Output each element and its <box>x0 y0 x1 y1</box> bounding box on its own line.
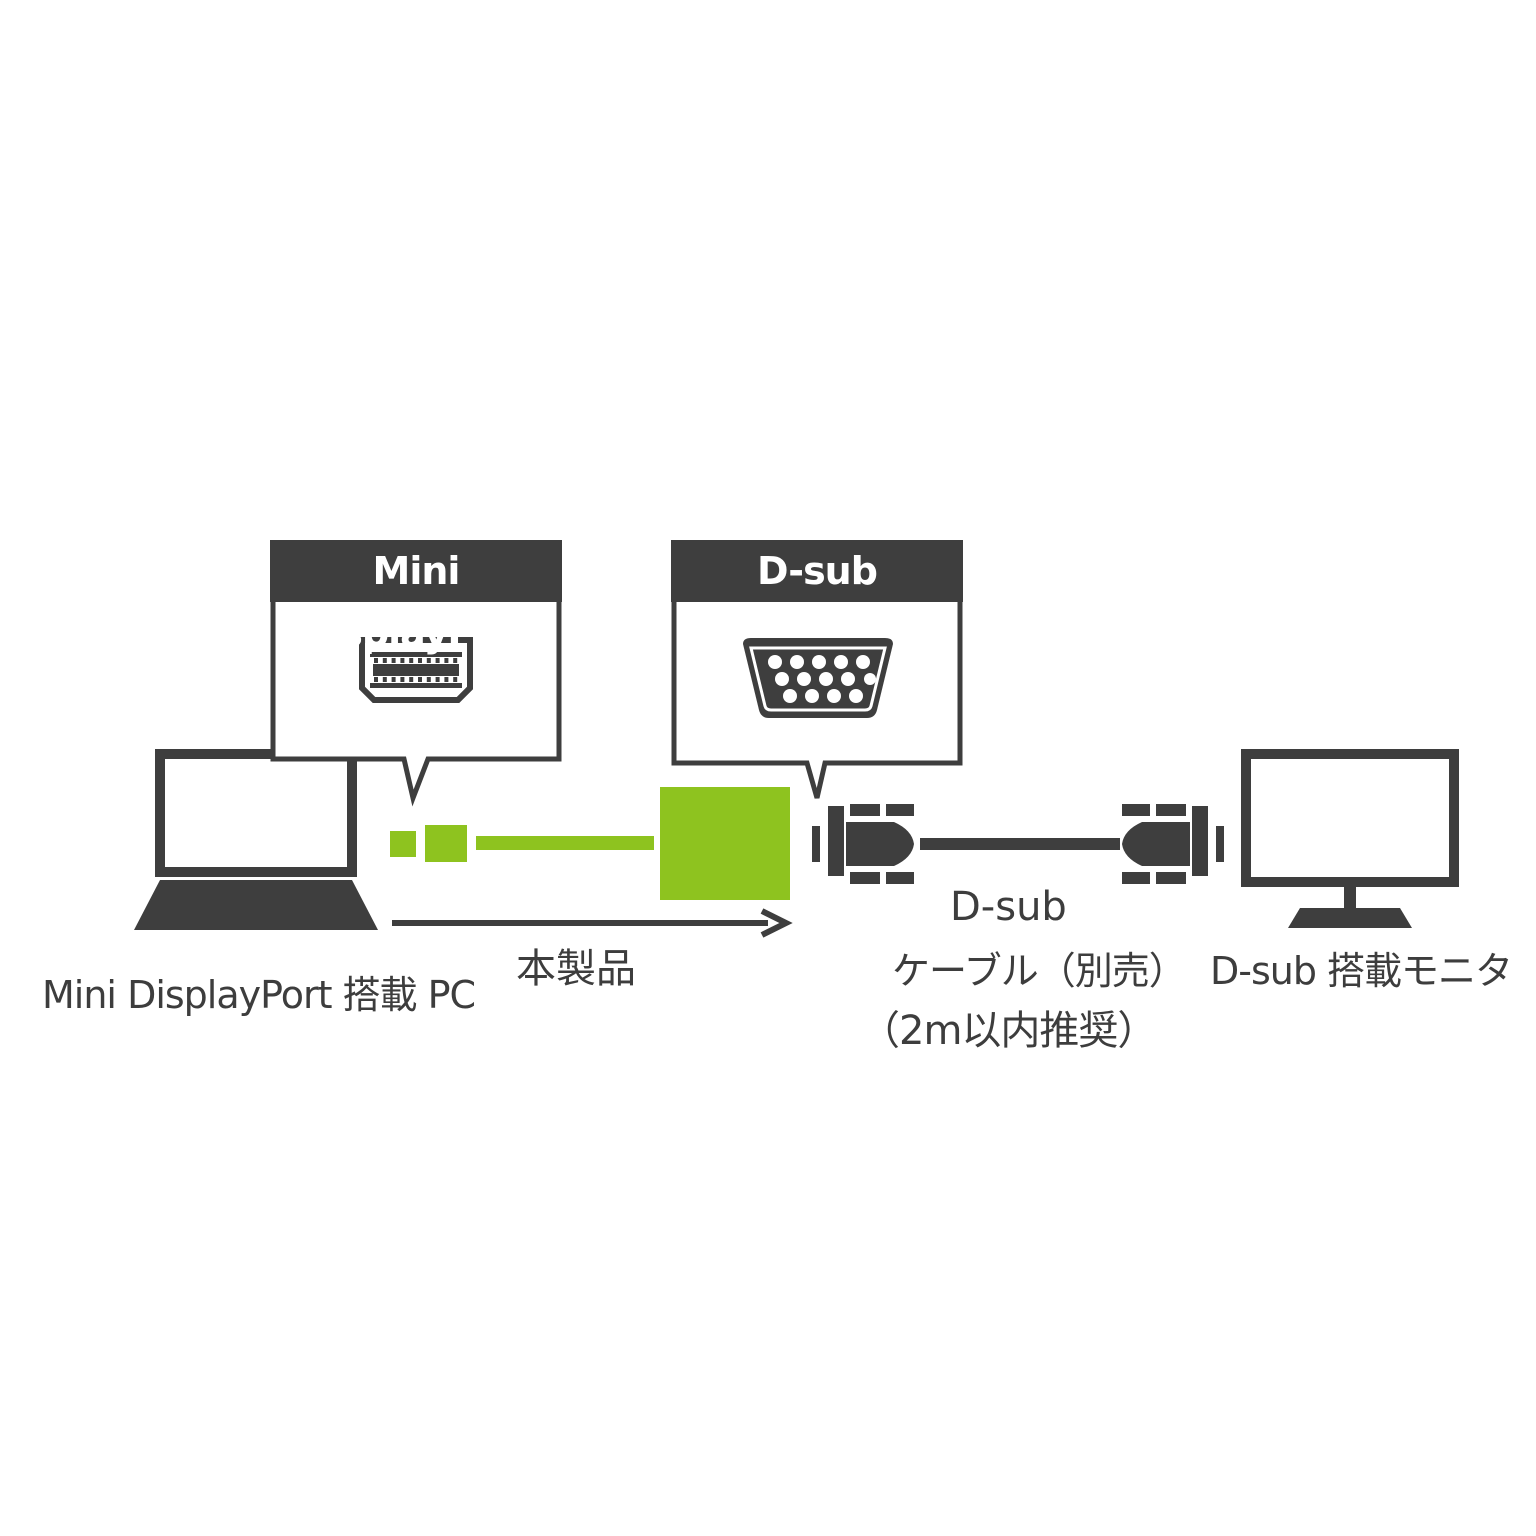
mini-displayport-plug-icon <box>390 825 467 862</box>
cable-label-line1: D-sub <box>950 884 1067 930</box>
pc-label: Mini DisplayPort 搭載 PC <box>42 973 476 1017</box>
product-label: 本製品 <box>516 946 636 992</box>
dsub-cable-connector-right-icon <box>1122 804 1224 884</box>
laptop-icon <box>134 749 378 930</box>
dsub-cable-connector-left-icon <box>812 804 914 884</box>
dsub-cable <box>920 838 1120 850</box>
monitor-label: D-sub 搭載モニタ <box>1210 949 1513 993</box>
callout-title-dsub: D-sub <box>671 540 963 602</box>
cable-label-line3: （2m以内推奨） <box>860 1008 1157 1054</box>
callout-title-mini-displayport: Mini DisplayPort <box>270 540 562 655</box>
cable-label-line2: ケーブル（別売） <box>892 949 1187 993</box>
adapter-cable <box>476 836 654 850</box>
callout-frame <box>671 540 963 799</box>
callout-dsub: D-sub <box>671 540 963 799</box>
mini-displayport-port-icon <box>359 637 473 703</box>
callout-mini-displayport: Mini DisplayPort <box>270 540 562 807</box>
monitor-icon <box>1241 749 1459 928</box>
adapter-body <box>660 787 790 900</box>
callout-frame <box>270 540 562 807</box>
product-arrow-icon <box>392 908 793 938</box>
dsub-port-icon <box>743 638 893 718</box>
